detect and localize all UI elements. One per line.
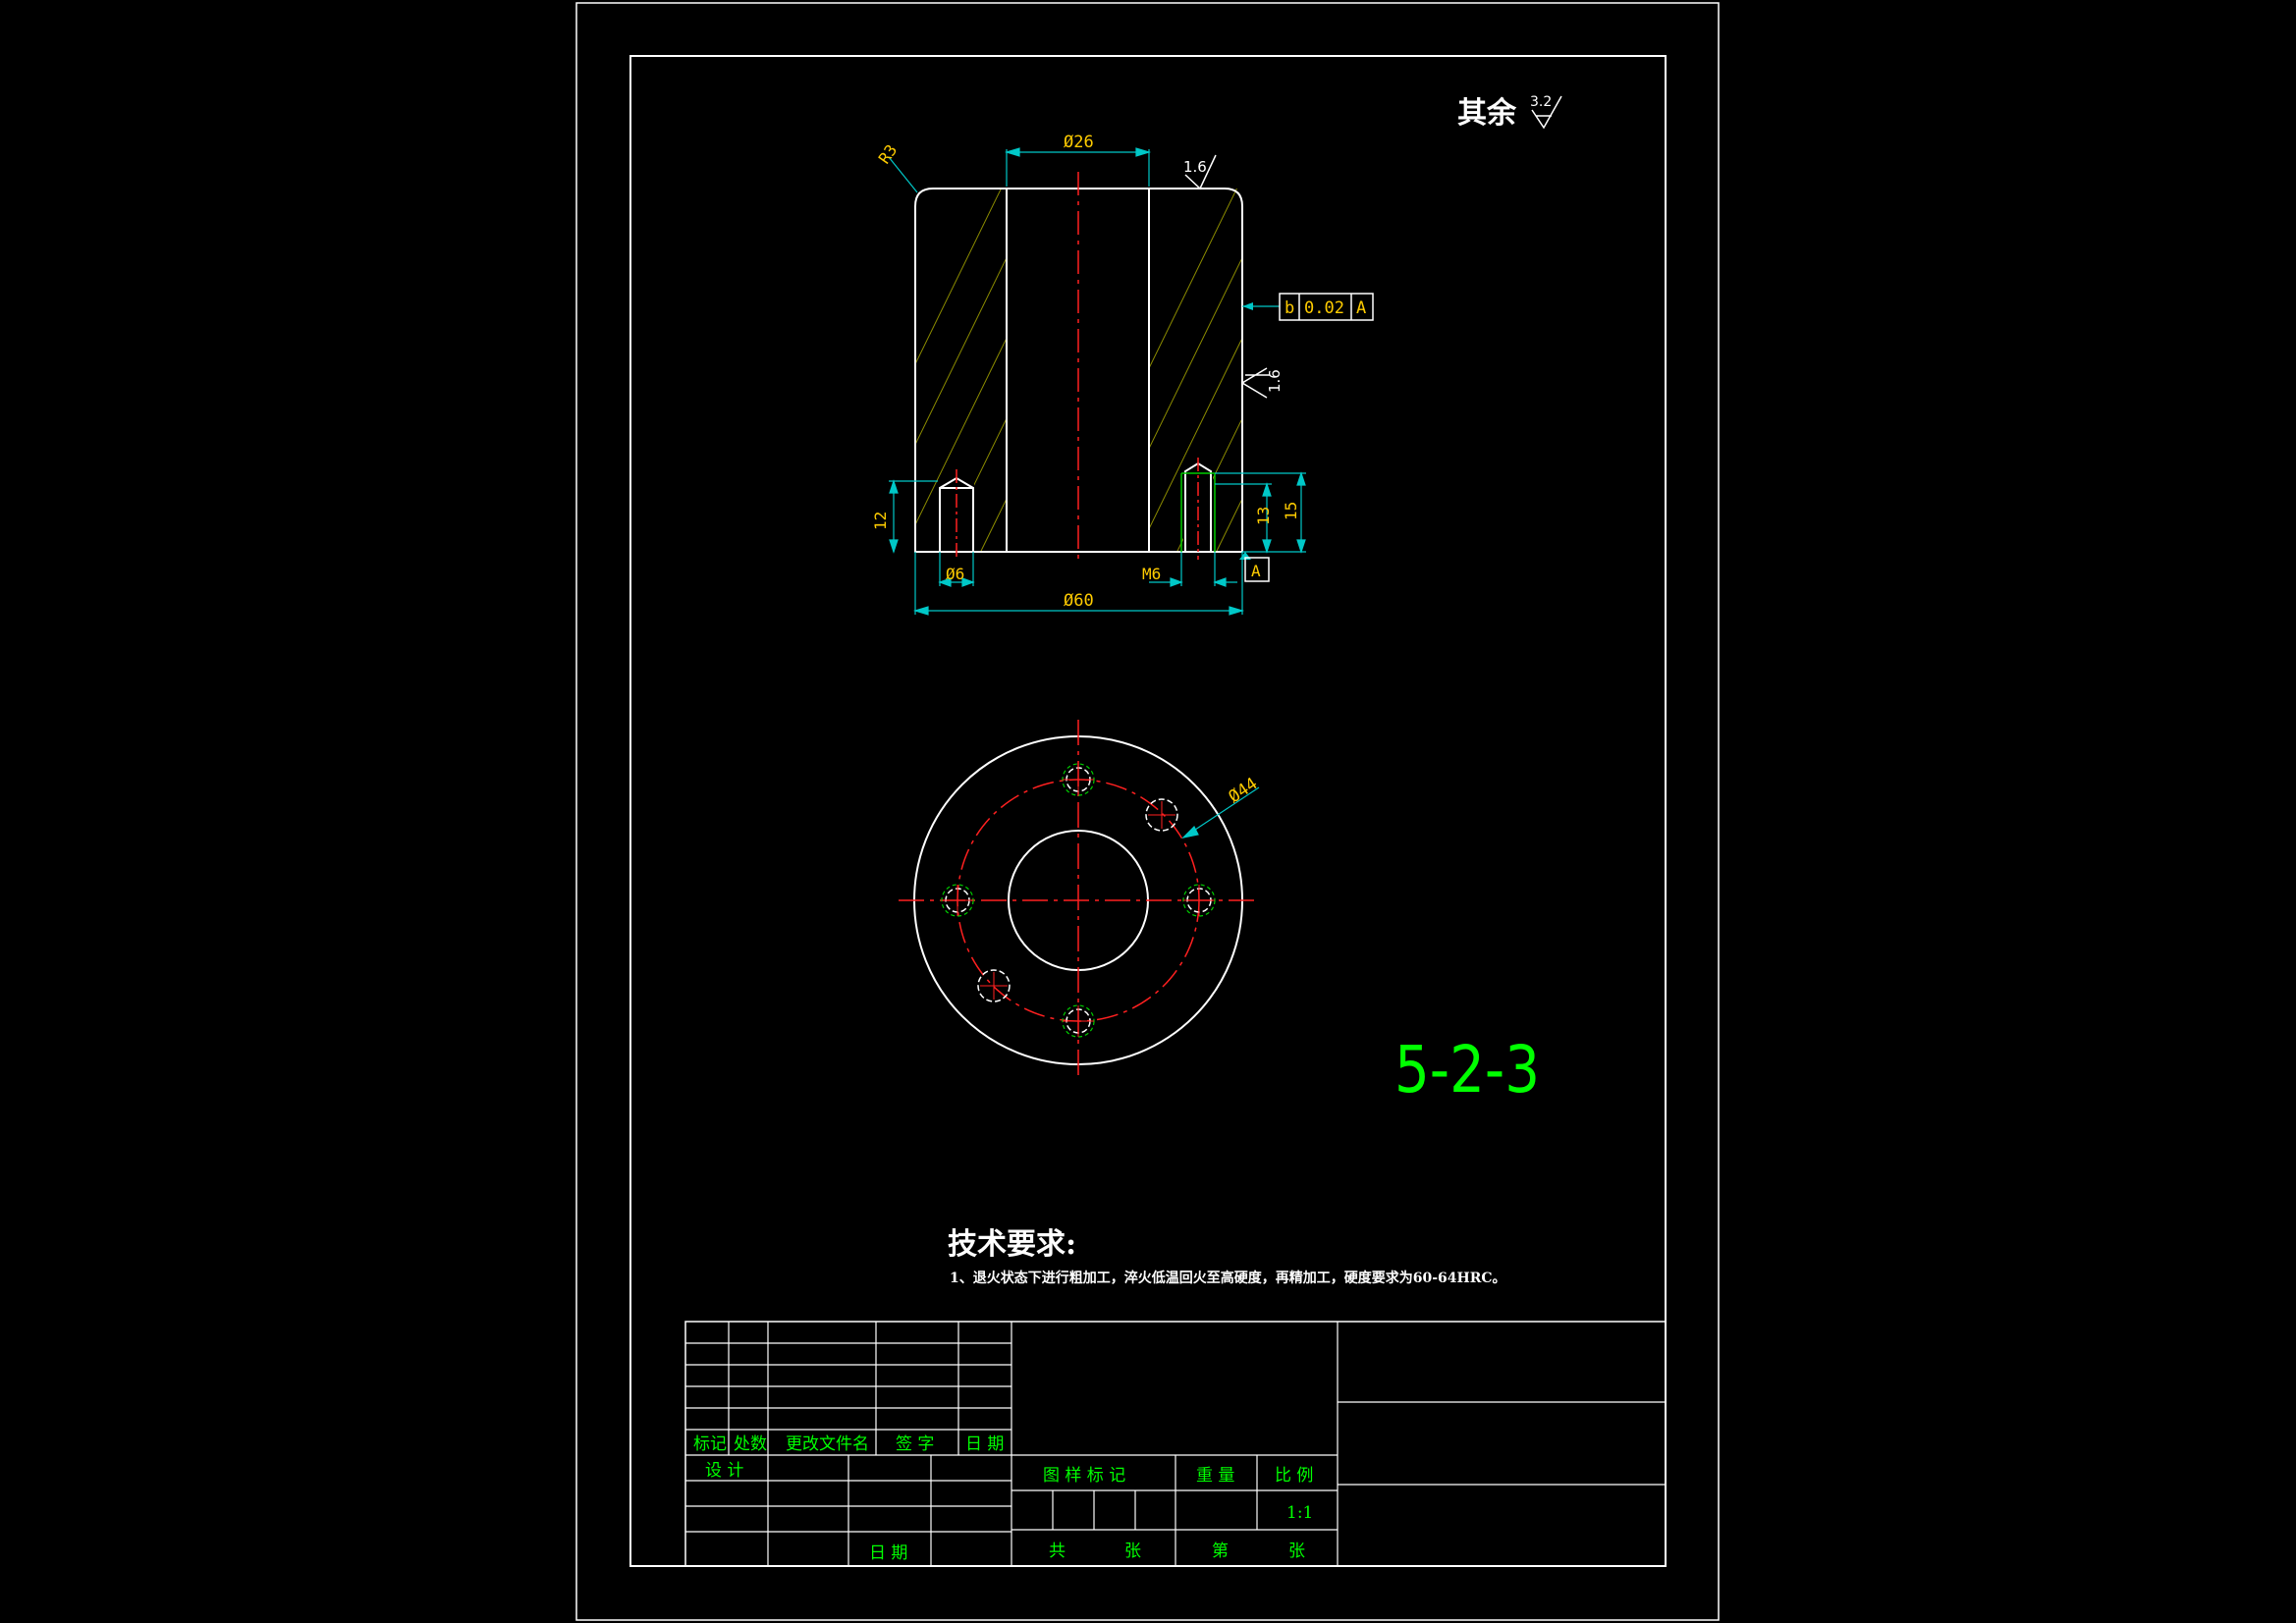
thread-depth-label: 13 xyxy=(1254,507,1273,525)
side-roughness-value: 1.6 xyxy=(1266,369,1284,393)
tolerance-symbol: b xyxy=(1285,298,1294,318)
pin-dia-dimension xyxy=(938,552,975,587)
top-roughness-value: 1.6 xyxy=(1183,158,1207,176)
pin-hole-lower-left xyxy=(977,969,1011,1002)
header-date: 日 期 xyxy=(965,1434,1004,1454)
roughness-note-value: 3.2 xyxy=(1530,94,1552,110)
weight-label: 重 量 xyxy=(1196,1466,1234,1486)
header-signature: 签 字 xyxy=(896,1434,934,1454)
design-label: 设 计 xyxy=(705,1461,743,1481)
pin-depth-dimension xyxy=(889,479,938,554)
pitch-dia-leader xyxy=(1181,786,1260,839)
thread-major xyxy=(1180,472,1216,552)
pin-dia-label: Ø6 xyxy=(946,565,964,583)
top-view: Ø44 xyxy=(899,720,1261,1080)
thread-hole-depth-label: 15 xyxy=(1282,502,1300,520)
thread-hole-right xyxy=(1182,884,1216,917)
outer-dia-label: Ø60 xyxy=(1064,591,1094,611)
page-label: 第 xyxy=(1212,1542,1229,1561)
outer-border xyxy=(575,2,1720,1621)
top-roughness-icon xyxy=(1184,154,1217,190)
front-view: R3 Ø26 1.6 b 0.02 A 1.6 xyxy=(871,133,1374,616)
sheet-frame xyxy=(575,2,1720,1621)
total-label: 共 xyxy=(1049,1542,1066,1561)
datum-label: A xyxy=(1251,562,1261,580)
sheet-label: 张 xyxy=(1288,1542,1305,1561)
pitch-dia-label: Ø44 xyxy=(1226,774,1262,807)
roughness-symbol-icon xyxy=(1531,95,1562,130)
thread-hole-top xyxy=(1062,763,1095,796)
section-hatch-left xyxy=(915,189,1006,552)
ratio-label: 比 例 xyxy=(1275,1466,1313,1486)
roughness-note-label: 其余 xyxy=(1457,96,1517,131)
thread-depth-dimension xyxy=(1215,482,1272,554)
header-mark: 标记 xyxy=(693,1434,727,1454)
header-count: 处数 xyxy=(734,1434,767,1454)
header-change-file: 更改文件名 xyxy=(786,1434,869,1454)
tech-requirement-item: 1、退火状态下进行粗加工，淬火低温回火至高硬度，再精加工，硬度要求为60-64H… xyxy=(950,1270,1506,1286)
thread-dia-label: M6 xyxy=(1142,565,1161,583)
ratio-value: 1:1 xyxy=(1286,1503,1313,1523)
thread-hole-left xyxy=(941,884,974,917)
tech-requirements-title: 技术要求: xyxy=(948,1227,1076,1262)
side-roughness-icon xyxy=(1240,367,1270,399)
sheets-label: 张 xyxy=(1124,1542,1141,1561)
title-block xyxy=(684,1321,1667,1567)
section-hatch-right xyxy=(1150,189,1242,552)
part-outline xyxy=(914,188,1243,553)
outer-dia-dimension xyxy=(912,552,1245,616)
tolerance-frame xyxy=(1242,293,1374,321)
bore-dimension-label: Ø26 xyxy=(1064,133,1094,152)
tolerance-datum: A xyxy=(1356,298,1366,318)
bore-dimension xyxy=(1004,147,1152,187)
tolerance-value: 0.02 xyxy=(1304,298,1344,318)
date-label: 日 期 xyxy=(869,1543,907,1563)
pin-depth-label: 12 xyxy=(871,512,890,530)
thread-hole-bottom xyxy=(1062,1004,1095,1038)
chamfer-leader xyxy=(888,156,918,193)
thread-dia-dimension xyxy=(1149,552,1237,587)
roughness-note: 其余 3.2 xyxy=(1457,94,1562,131)
drawing-number: 5-2-3 xyxy=(1394,1032,1540,1108)
pin-hole-upper-right xyxy=(1145,798,1178,832)
marking-label: 图 样 标 记 xyxy=(1043,1466,1125,1486)
chamfer-label: R3 xyxy=(875,141,902,168)
pin-hole-cut xyxy=(938,481,974,552)
thread-hole-depth-dimension xyxy=(1215,471,1306,554)
